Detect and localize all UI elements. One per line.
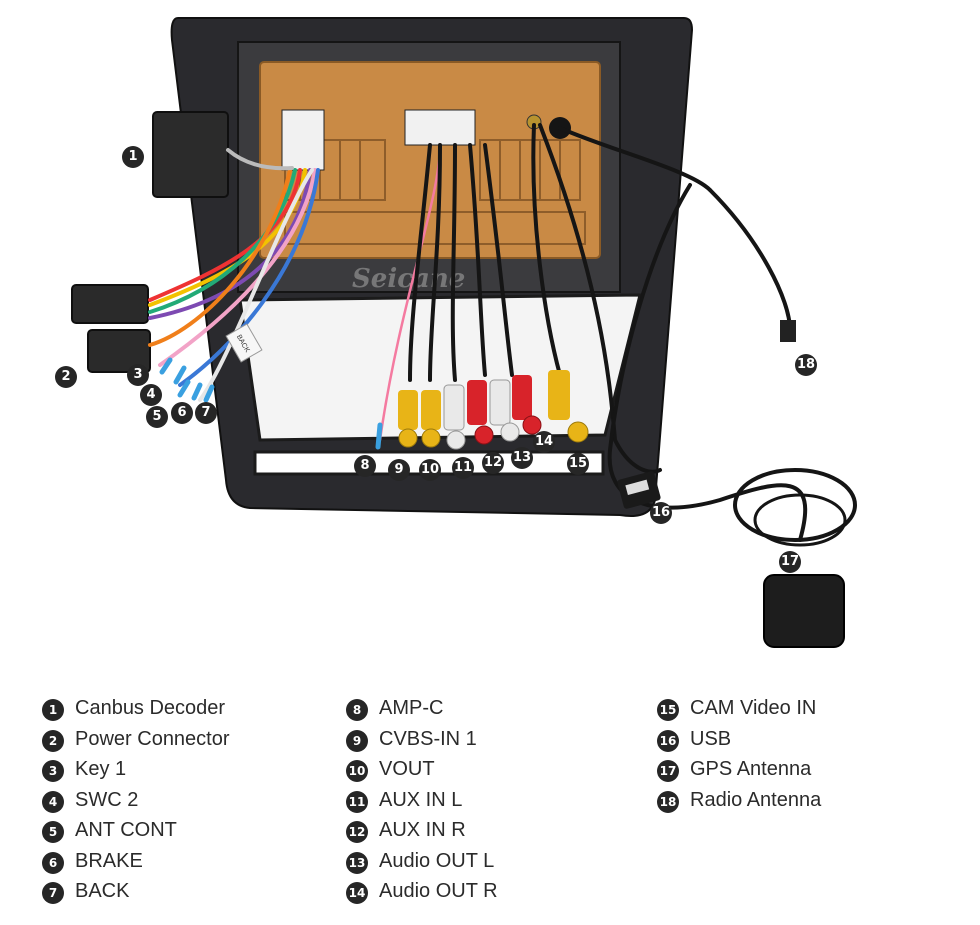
legend-number: 13	[346, 851, 368, 874]
legend-number: 17	[657, 760, 679, 782]
legend-label: Canbus Decoder	[75, 697, 226, 719]
legend-number: 2	[42, 729, 64, 752]
legend-number: 15	[657, 699, 679, 721]
figure-badge-13: 13	[511, 447, 533, 469]
legend-number: 4	[42, 790, 64, 813]
radio-antenna-plug	[780, 320, 796, 342]
figure-badge-5: 5	[146, 406, 168, 428]
figure-badge-16: 16	[650, 502, 672, 524]
usb-port	[625, 479, 650, 496]
av-socket	[404, 109, 476, 146]
watermark-text: Seicane	[352, 264, 465, 294]
power-connector	[71, 284, 151, 373]
legend-number: 11	[346, 790, 368, 813]
legend-label: USB	[690, 727, 732, 750]
legend-label: Audio OUT R	[379, 880, 498, 902]
legend-number: 9	[346, 729, 368, 752]
legend-number: 8	[346, 699, 368, 721]
control-wire-tips	[159, 357, 383, 450]
legend-label: AUX IN R	[379, 819, 466, 841]
figure-badge-7: 7	[195, 402, 217, 424]
legend-label: ANT CONT	[75, 819, 177, 841]
legend-label: BACK	[75, 880, 130, 902]
figure-badge-18: 18	[795, 354, 817, 376]
legend-number: 12	[346, 821, 368, 843]
figure-badge-8: 8	[354, 455, 376, 477]
figure-badge-9: 9	[388, 459, 410, 481]
legend-label: Radio Antenna	[690, 788, 822, 811]
legend-number: 14	[346, 882, 368, 904]
legend-number: 5	[42, 821, 64, 843]
rca-plugs	[398, 370, 589, 450]
figure-badge-2: 2	[55, 366, 77, 388]
legend-label: CVBS-IN 1	[379, 727, 477, 750]
figure-badge-11: 11	[452, 457, 474, 479]
figure-badge-15: 15	[567, 453, 589, 475]
wiring-diagram: Seicane BACK	[55, 17, 857, 648]
wiring-diagram-svg: Seicane BACK	[71, 17, 857, 648]
legend-number: 6	[42, 851, 64, 874]
legend-number: 16	[657, 729, 679, 752]
back-wire-tag	[225, 323, 263, 363]
gps-antenna	[733, 468, 857, 648]
figure-badge-17: 17	[779, 551, 801, 573]
figure-badge-14: 14	[533, 431, 555, 453]
bezel-opening	[238, 293, 642, 442]
figure-badge-3: 3	[127, 364, 149, 386]
legend-number: 3	[42, 760, 64, 782]
legend-label: AUX IN L	[379, 788, 463, 811]
legend-label: SWC 2	[75, 788, 139, 811]
legend-number: 1	[42, 699, 64, 721]
legend-number: 18	[657, 790, 679, 813]
legend-label: GPS Antenna	[690, 758, 812, 780]
figure-badge-6: 6	[171, 402, 193, 424]
figure-badge-12: 12	[482, 452, 504, 474]
legend-label: Power Connector	[75, 727, 230, 750]
legend-label: BRAKE	[75, 849, 143, 872]
legend-label: CAM Video IN	[690, 697, 817, 719]
legend-label: Key 1	[75, 758, 127, 780]
legend-number: 10	[346, 760, 368, 782]
legend-label: VOUT	[379, 758, 435, 780]
main-harness-socket	[281, 109, 325, 171]
figure-badge-4: 4	[140, 384, 162, 406]
legend-number: 7	[42, 882, 64, 904]
figure-badge-10: 10	[419, 459, 441, 481]
canbus-decoder	[152, 111, 229, 198]
figure-badge-1: 1	[122, 146, 144, 168]
legend-label: Audio OUT L	[379, 849, 495, 872]
legend-label: AMP-C	[379, 697, 444, 719]
